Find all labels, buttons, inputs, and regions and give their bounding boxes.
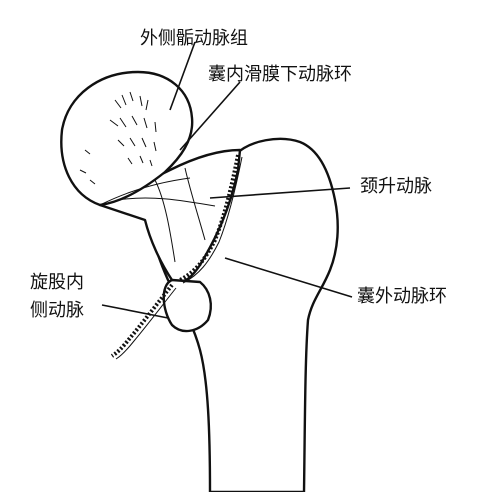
label-extracapsular-ring: 囊外动脉环 bbox=[357, 286, 447, 307]
medial-circumflex-artery bbox=[110, 283, 174, 358]
label-medial-circumflex-2: 侧动脉 bbox=[30, 300, 84, 321]
extracapsular-artery bbox=[179, 154, 240, 282]
label-lateral-epiphyseal: 外侧骺动脉组 bbox=[140, 28, 248, 49]
neck-inner-line-4 bbox=[184, 167, 206, 241]
leader-extracapsular-ring bbox=[224, 257, 353, 298]
label-medial-circumflex-1: 旋股内 bbox=[30, 272, 84, 293]
leader-subsynovial-ring bbox=[179, 81, 241, 151]
lesser-trochanter bbox=[162, 278, 212, 333]
extracapsular-artery-outline bbox=[182, 156, 243, 284]
leader-ascending-cervical bbox=[209, 187, 351, 199]
head-texture bbox=[79, 91, 157, 185]
neck-inner-line-2 bbox=[117, 197, 216, 207]
femoral-head-outline bbox=[60, 70, 194, 207]
medial-circumflex-outline bbox=[115, 287, 177, 360]
neck-inner-line-3 bbox=[154, 179, 176, 263]
label-ascending-cervical: 颈升动脉 bbox=[360, 176, 432, 197]
leader-medial-circumflex bbox=[101, 304, 169, 319]
neck-inner-line-1 bbox=[99, 177, 191, 206]
label-subsynovial-ring: 囊内滑膜下动脉环 bbox=[208, 64, 352, 85]
leader-lateral-epiphyseal bbox=[169, 41, 196, 111]
